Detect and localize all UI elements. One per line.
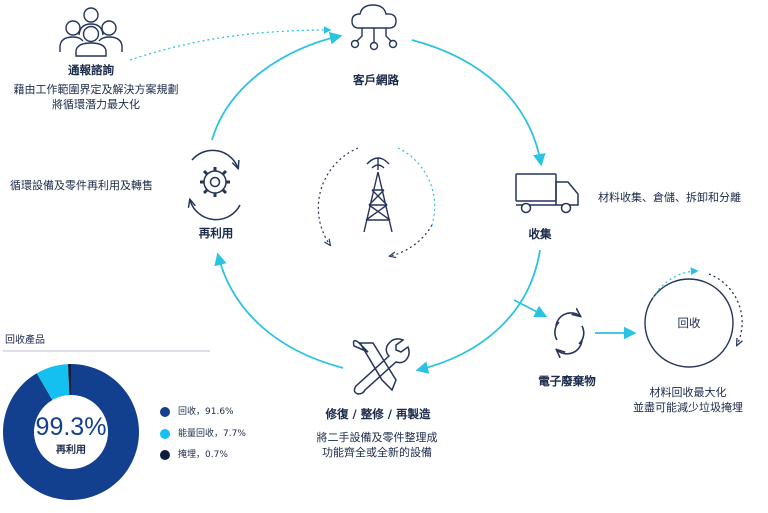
legend-item-recycle: 回收，91.6%: [160, 406, 234, 418]
cycle-arrows: [211, 31, 637, 374]
donut-slice-1: [36, 364, 70, 401]
legend-swatch: [160, 449, 170, 460]
donut-chart: [3, 350, 210, 500]
repair-desc: 將二手設備及零件整理成 功能齊全或全新的設備: [317, 430, 438, 460]
recycle-circle-label: 回收: [677, 316, 701, 330]
reporting-desc-line-2: 將循環潛力最大化: [52, 98, 140, 111]
arrow-reuse-to-customer: [211, 31, 343, 141]
tower-icon: [363, 157, 393, 233]
arrow-collection-to-repair: [415, 249, 541, 374]
reuse-gear-icon: [190, 149, 241, 221]
reuse-title: 再利用: [198, 226, 234, 240]
ewaste-recycle-icon: [554, 313, 585, 354]
repair-desc-line-1: 將二手設備及零件整理成: [316, 431, 438, 444]
repair-desc-line-2: 功能齊全或全新的設備: [322, 446, 432, 459]
arrow-repair-to-reuse: [214, 252, 344, 369]
donut-section-title: 回收產品: [5, 335, 45, 346]
customer-network-title: 客戶網路: [353, 73, 399, 87]
reuse-desc: 循環設備及零件再利用及轉售: [10, 179, 153, 192]
collection-desc: 材料收集、倉儲、拆卸和分離: [598, 191, 741, 204]
legend-swatch: [160, 406, 170, 417]
center-tower-group: [317, 147, 436, 256]
arrow-collection-to-ewaste: [513, 299, 548, 318]
reporting-desc: 藉由工作範圍界定及解決方案規劃 將循環潛力最大化: [14, 82, 179, 112]
donut-center-label: 再利用: [56, 445, 86, 456]
legend-swatch: [160, 428, 170, 439]
recycle-circle: [644, 267, 742, 368]
cloud-network-icon: [350, 4, 398, 51]
recycle-desc: 材料回收最大化 並盡可能減少垃圾掩埋: [633, 385, 743, 415]
legend-item-energy-recovery: 能量回收，7.7%: [160, 428, 246, 440]
legend-label: 掩埋，0.7%: [178, 450, 228, 460]
donut-center-value: 99.3%: [35, 413, 107, 441]
reporting-title: 通報諮詢: [68, 63, 114, 77]
donut-slice-0: [3, 364, 140, 500]
legend-item-landfill: 掩埋，0.7%: [160, 449, 228, 461]
legend-label: 能量回收，7.7%: [178, 429, 246, 439]
arrow-reporting-to-customer: [129, 26, 332, 61]
recycle-desc-line-1: 材料回收最大化: [649, 386, 727, 399]
repair-title: 修復 / 整修 / 再製造: [325, 407, 431, 421]
people-icon: [59, 7, 123, 57]
recycle-desc-line-2: 並盡可能減少垃圾掩埋: [633, 401, 743, 414]
reporting-desc-line-1: 藉由工作範圍界定及解決方案規劃: [13, 83, 179, 96]
arrow-customer-to-collection: [411, 39, 546, 167]
ewaste-title: 電子廢棄物: [538, 374, 596, 388]
repair-tools-icon: [352, 338, 410, 395]
truck-icon: [515, 173, 579, 214]
collection-title: 收集: [528, 227, 552, 241]
legend-label: 回收，91.6%: [178, 407, 234, 417]
donut-slice-2: [68, 364, 71, 396]
